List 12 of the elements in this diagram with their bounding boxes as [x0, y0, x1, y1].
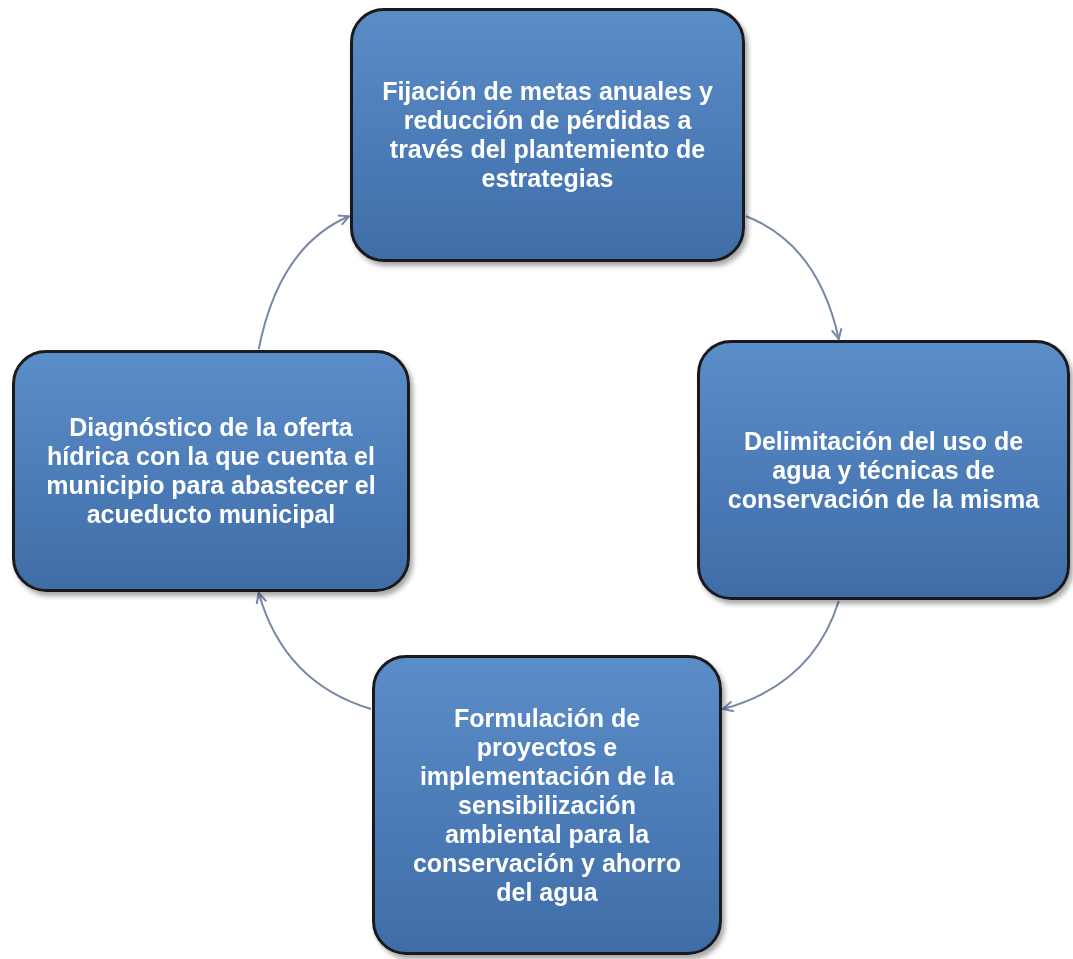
process-box — [12, 350, 410, 592]
step-text: Fijación de metas anuales y reducción de pérdidas a través del plantemiento de estrategias — [381, 77, 714, 193]
step-text: Diagnóstico de la oferta hídrica con la que cuenta el municipio para abastecer el acueducto municipal — [45, 413, 377, 529]
curved-arrow — [256, 592, 372, 710]
step-text: Formulación de proyectos e implementación de la sensibilización ambiental para la conservación y ahorro del agua — [411, 703, 683, 907]
process-box — [372, 655, 722, 955]
curved-arrow — [257, 215, 350, 350]
process-box — [697, 340, 1070, 600]
step-text: Delimitación del uso de agua y técnicas de conservación de la misma — [726, 426, 1041, 514]
curved-arrow — [722, 600, 840, 712]
curved-arrow — [745, 215, 843, 340]
process-box — [350, 8, 745, 262]
